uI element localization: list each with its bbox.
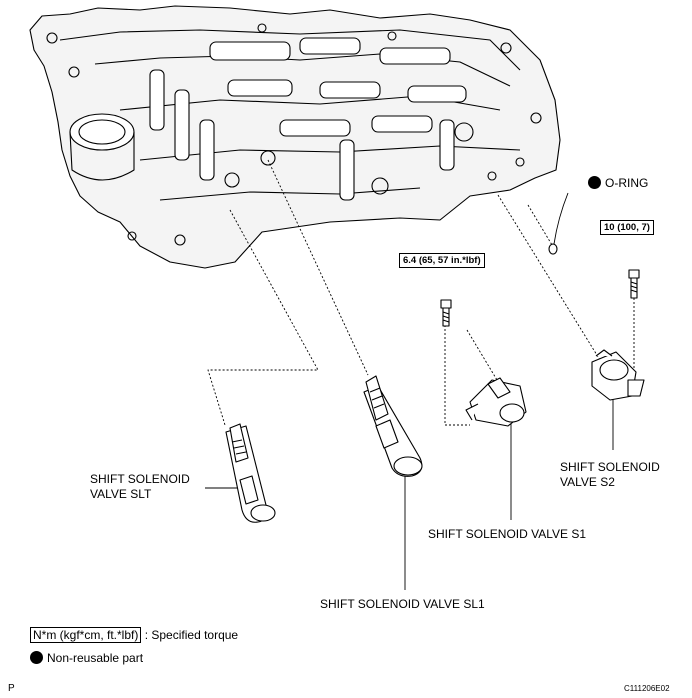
bolt-s1 — [440, 299, 452, 327]
torque-legend-box: N*m (kgf*cm, ft.*lbf) — [30, 627, 142, 643]
s2-label: SHIFT SOLENOID VALVE S2 — [560, 460, 660, 490]
s1-label: SHIFT SOLENOID VALVE S1 — [428, 527, 587, 541]
valve-body — [29, 5, 561, 269]
slt-label: SHIFT SOLENOID VALVE SLT — [90, 472, 190, 502]
solenoid-s1 — [465, 377, 527, 427]
non-reusable-dot-icon — [588, 176, 601, 189]
solenoid-sl1 — [363, 375, 423, 477]
o-ring-part — [548, 243, 558, 255]
s2-label-line2: VALVE S2 — [560, 475, 615, 489]
o-ring-label: O-RING — [588, 176, 648, 191]
leader-lines — [205, 192, 614, 590]
nonreusable-legend-text: Non-reusable part — [47, 651, 144, 665]
slt-label-line1: SHIFT SOLENOID — [90, 472, 190, 486]
non-reusable-legend-icon — [30, 651, 43, 664]
slt-label-line2: VALVE SLT — [90, 487, 152, 501]
torque-spec-s1: 6.4 (65, 57 in.*lbf) — [399, 253, 485, 268]
nonreusable-legend: Non-reusable part — [30, 651, 143, 666]
s2-label-line1: SHIFT SOLENOID — [560, 460, 660, 474]
torque-legend: N*m (kgf*cm, ft.*lbf) : Specified torque — [30, 627, 239, 643]
alignment-lines — [207, 159, 635, 426]
page-letter: P — [8, 683, 15, 694]
bolt-s2 — [628, 269, 640, 299]
torque-spec-s2: 10 (100, 7) — [600, 220, 654, 235]
solenoid-s2 — [591, 349, 645, 401]
torque-legend-text: : Specified torque — [144, 628, 239, 642]
sl1-label: SHIFT SOLENOID VALVE SL1 — [320, 597, 485, 611]
o-ring-text: O-RING — [605, 176, 649, 190]
figure-code: C111206E02 — [624, 684, 670, 693]
solenoid-slt — [225, 423, 276, 523]
